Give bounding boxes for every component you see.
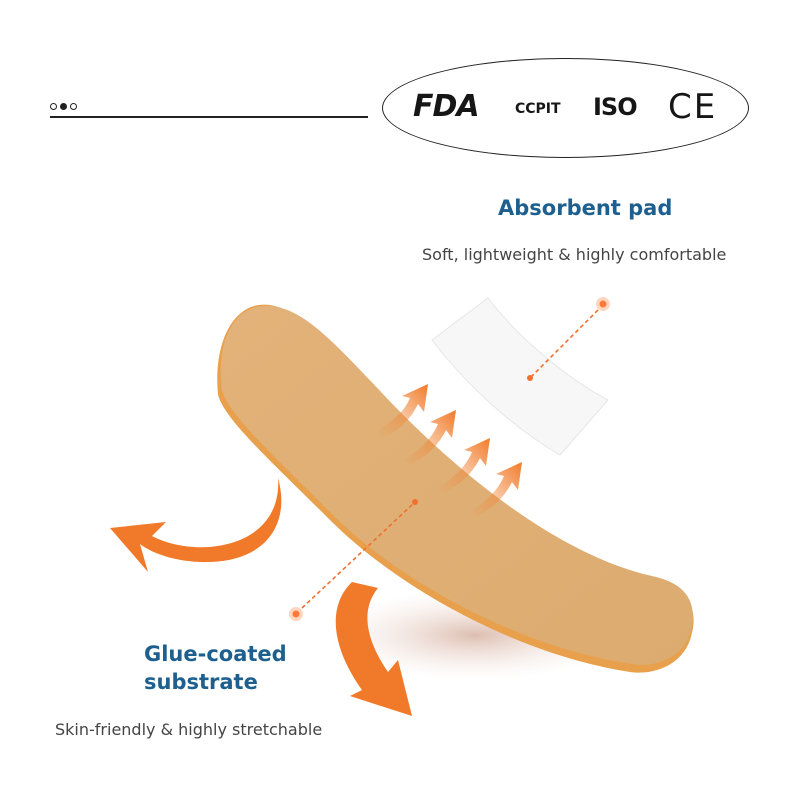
slide-dot[interactable]	[50, 103, 57, 110]
stretch-arrow-down-icon	[335, 582, 412, 716]
absorbent-pad-subtitle: Soft, lightweight & highly comfortable	[422, 245, 727, 264]
slide-dot[interactable]	[70, 103, 77, 110]
arrow-icon	[404, 410, 456, 466]
substrate-title: Glue-coated substrate	[144, 640, 287, 696]
substrate-subtitle: Skin-friendly & highly stretchable	[55, 720, 323, 739]
stretch-arrow-left-icon	[110, 478, 282, 572]
arrow-icon	[378, 384, 428, 438]
slide-indicator[interactable]	[50, 103, 77, 110]
header-divider	[50, 116, 368, 118]
arrow-icon	[438, 438, 490, 494]
substrate-title-line2: substrate	[144, 670, 258, 694]
absorption-arrows	[378, 384, 522, 518]
ce-mark-icon: CE	[668, 87, 718, 127]
iso-logo-icon: ISO	[593, 93, 638, 121]
arrow-icon	[470, 462, 522, 518]
slide-dot-active[interactable]	[60, 103, 67, 110]
fda-logo-icon: FDA	[413, 89, 480, 124]
absorbent-pad-title: Absorbent pad	[498, 196, 673, 220]
certifications-badge: FDA CCPIT ISO CE	[382, 58, 749, 158]
absorbent-pad	[431, 297, 609, 456]
substrate-title-line1: Glue-coated	[144, 642, 287, 666]
ccpit-logo-icon: CCPIT	[515, 101, 561, 117]
bandage-body	[220, 305, 693, 665]
